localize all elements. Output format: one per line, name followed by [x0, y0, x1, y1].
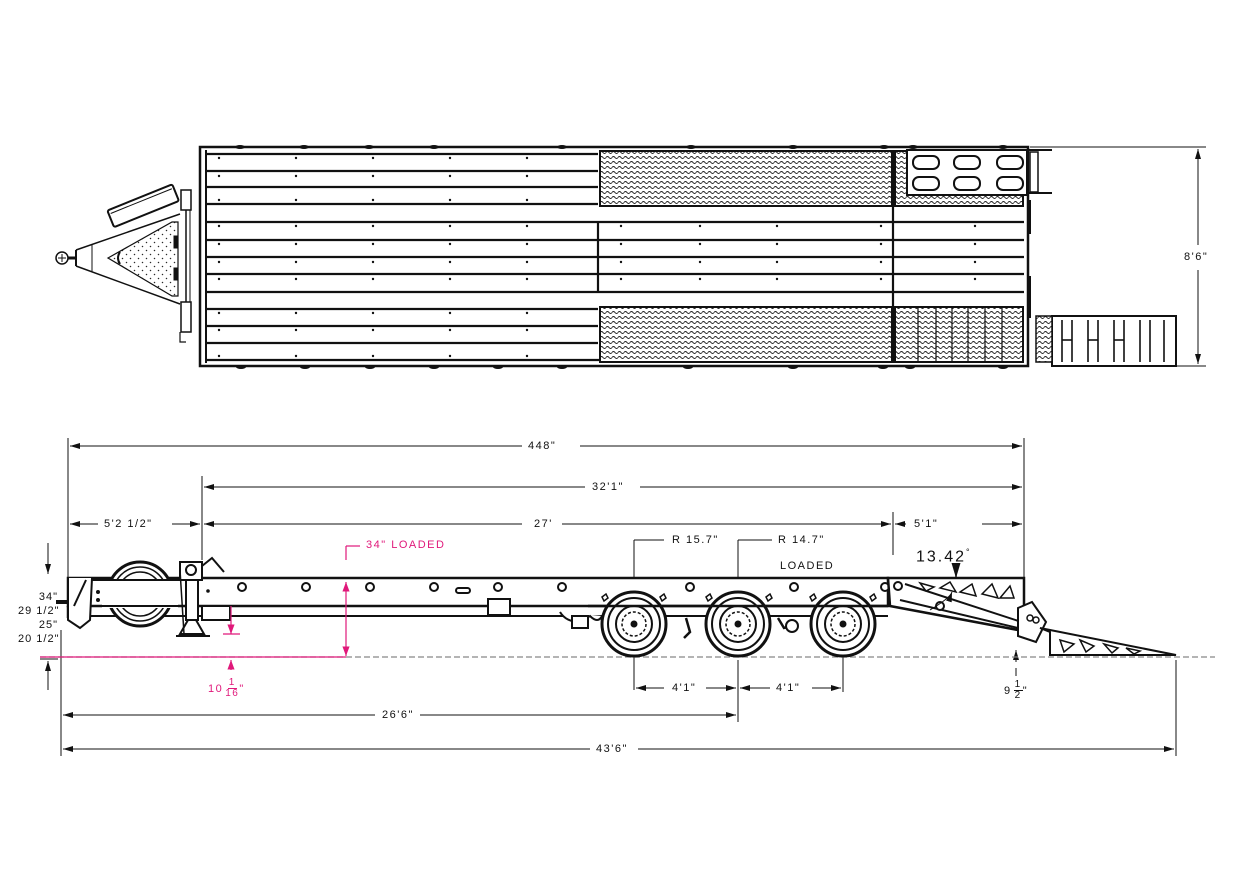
loaded-deck-height-label: 34" LOADED: [366, 539, 446, 551]
tire-radius-2-label: R 14.7": [778, 534, 825, 546]
axle-spacing-1-label: 4'1": [668, 682, 701, 694]
axle-spacing-2-label: 4'1": [772, 682, 805, 694]
front-tire: [92, 560, 188, 628]
coupler-height: 29 1/2": [18, 605, 60, 617]
hitch-to-axle-label: 26'6": [378, 709, 418, 721]
overall-length-label: 43'6": [592, 743, 632, 755]
landing-jack: [176, 556, 225, 637]
beavertail-length-label: 5'1": [910, 518, 943, 530]
tire-radius-loaded-note: LOADED: [780, 560, 835, 572]
coupler-height: 25": [38, 619, 58, 631]
frame-holes: [237, 582, 890, 594]
deck-bolts: [217, 156, 977, 358]
tongue: [55, 183, 192, 343]
beavertail: [886, 576, 1177, 656]
rear-wheels: [600, 590, 877, 658]
loaded-deck-height-annotation: [40, 545, 360, 670]
tread-plate-top: [599, 150, 893, 207]
gooseneck-length-label: 5'2 1/2": [100, 518, 157, 530]
side-view: [40, 438, 1215, 756]
coupler-height: 34": [38, 591, 58, 603]
width-dimension-label: 8'6": [1180, 251, 1213, 263]
deck-length-label: 32'1": [588, 481, 628, 493]
overall-length-top-label: 448": [524, 440, 561, 452]
top-view: [55, 145, 1206, 369]
ramp-slots: [912, 155, 1024, 191]
coupler-height: 20 1/2": [18, 633, 60, 645]
main-deck-length-label: 27': [530, 518, 557, 530]
tire-radius-1-label: R 15.7": [672, 534, 719, 546]
ramp-angle-label: 13.42°: [916, 547, 972, 566]
tread-plate-bottom: [599, 306, 893, 363]
coupler-heights-list: 34" 29 1/2" 25" 20 1/2": [18, 590, 60, 646]
